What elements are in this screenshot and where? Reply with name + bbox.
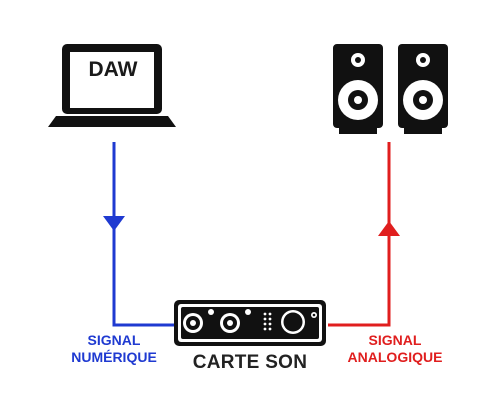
speaker-right-icon: [398, 44, 448, 134]
digital-signal-label: SIGNAL NUMÉRIQUE: [58, 332, 170, 366]
analog-signal-label-line1: SIGNAL: [368, 332, 422, 348]
sound-card-icon: [174, 300, 326, 346]
down-arrow-icon: [103, 216, 125, 231]
up-arrow-icon: [378, 221, 400, 236]
digital-signal-path: [103, 142, 176, 327]
sound-card-label: CARTE SON: [192, 352, 308, 373]
digital-signal-label-line1: SIGNAL: [87, 332, 141, 348]
analog-signal-label-line2: ANALOGIQUE: [347, 349, 443, 365]
digital-signal-label-line2: NUMÉRIQUE: [71, 349, 157, 365]
speaker-left-icon: [333, 44, 383, 134]
analog-signal-path: [328, 142, 400, 327]
analog-signal-label: SIGNAL ANALOGIQUE: [335, 332, 455, 366]
laptop-icon: [48, 44, 176, 127]
laptop-screen-text: DAW: [88, 58, 138, 81]
